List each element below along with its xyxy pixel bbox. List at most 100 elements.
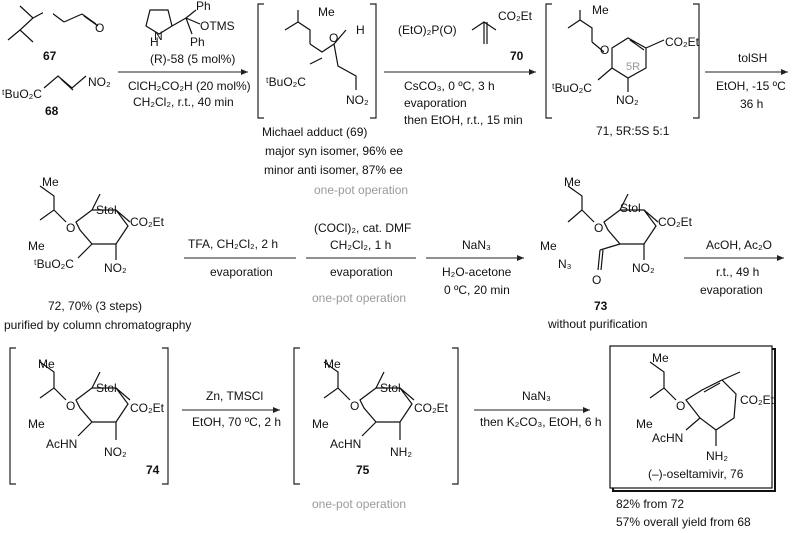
hydrogen-label: H — [356, 23, 365, 37]
phenyl-label: Ph — [196, 0, 211, 13]
oxygen-label: O — [600, 43, 609, 57]
compound-72-caption: 72, 70% (3 steps) — [48, 299, 142, 313]
compound-76: Me Me O CO₂Et AcHN NH₂ — [636, 351, 775, 463]
compound-number: 67 — [43, 49, 57, 63]
compound-71: Me O CO₂Et ᵗBuO₂C 5R NO₂ — [552, 3, 700, 107]
condition-text: CH₂Cl₂, r.t., 40 min — [133, 95, 234, 109]
reagent-70: (EtO)₂P(O) CO₂Et 70 — [398, 9, 533, 63]
reaction-arrow-3: tolSH EtOH, -15 ºC 36 h — [705, 51, 788, 111]
oxygen-label: O — [66, 399, 75, 413]
ester-label: CO₂Et — [665, 35, 700, 49]
condition-text: 0 ºC, 20 min — [444, 283, 510, 297]
condition-text: then K₂CO₃, EtOH, 6 h — [480, 415, 602, 429]
reaction-arrow-2: CsCO₃, 0 ºC, 3 h evaporation then EtOH, … — [384, 69, 536, 127]
condition-text: evaporation — [404, 96, 467, 110]
ester-label: ᵗBuO₂C — [552, 81, 592, 95]
stol-label: Stol — [96, 381, 117, 395]
condition-text: EtOH, -15 ºC — [716, 79, 786, 93]
condition-text: TFA, CH₂Cl₂, 2 h — [188, 237, 278, 251]
oxygen-label: O — [676, 399, 685, 413]
compound-75: Me Me O Stol CO₂Et AcHN NH₂ 75 — [312, 357, 449, 477]
acetamide-label: AcHN — [330, 437, 361, 451]
amine-label: NH₂ — [390, 445, 412, 459]
condition-text: Zn, TMSCl — [206, 389, 263, 403]
bracket-74 — [9, 347, 169, 485]
compound-67: O 67 — [7, 3, 104, 63]
oseltamivir-caption: (–)-oseltamivir, 76 — [648, 467, 744, 481]
condition-text: then EtOH, r.t., 15 min — [404, 113, 523, 127]
n-label: N — [154, 29, 163, 43]
me-label: Me — [636, 417, 653, 431]
stol-label: Stol — [380, 381, 401, 395]
condition-text: evaporation — [330, 265, 393, 279]
me-label: Me — [592, 3, 609, 17]
oseltamivir-box — [609, 345, 773, 489]
condition-text: CsCO₃, 0 ºC, 3 h — [404, 79, 495, 93]
condition-text: tolSH — [738, 51, 767, 65]
condition-text: AcOH, Ac₂O — [706, 238, 772, 252]
stereo-label: 5R — [626, 61, 640, 73]
me-label: Me — [28, 417, 45, 431]
condition-text: NaN₃ — [522, 389, 551, 403]
ester-label: CO₂Et — [658, 215, 693, 229]
bracket-69 — [257, 3, 377, 119]
nitro-label: NO₂ — [88, 75, 111, 89]
me-label: Me — [652, 351, 669, 365]
oxygen-label: O — [66, 221, 75, 235]
otms-label: OTMS — [200, 19, 235, 33]
compound-number: 70 — [510, 49, 524, 63]
condition-text: evaporation — [210, 265, 273, 279]
minor-isomer-text: minor anti isomer, 87% ee — [264, 163, 403, 177]
condition-text: EtOH, 70 ºC, 2 h — [192, 415, 281, 429]
ester-label: ᵗBuO₂C — [34, 257, 74, 271]
bracket-75 — [293, 347, 459, 485]
acetamide-label: AcHN — [652, 431, 683, 445]
me-label: Me — [318, 5, 335, 19]
ester-label: CO₂Et — [740, 393, 775, 407]
amine-label: NH₂ — [706, 449, 728, 463]
me-label: Me — [38, 357, 55, 371]
ester-label: ᵗBuO₂C — [266, 75, 306, 89]
nitro-label: NO₂ — [104, 261, 127, 275]
reaction-arrow-8: Zn, TMSCl EtOH, 70 ºC, 2 h — [182, 389, 281, 429]
oxygen-label: O — [95, 21, 104, 35]
reaction-arrow-5: (COCl)₂, cat. DMF CH₂Cl₂, 1 h evaporatio… — [306, 221, 416, 279]
me-label: Me — [312, 417, 329, 431]
reaction-arrow-7: AcOH, Ac₂O r.t., 49 h evaporation — [684, 238, 784, 297]
reaction-arrow-4: TFA, CH₂Cl₂, 2 h evaporation — [184, 237, 296, 279]
ester-label: CO₂Et — [414, 401, 449, 415]
compound-number: 75 — [356, 463, 370, 477]
condition-text: ClCH₂CO₂H (20 mol%) — [128, 79, 251, 93]
ester-label: CO₂Et — [130, 215, 165, 229]
condition-text: 36 h — [740, 97, 763, 111]
azide-label: N₃ — [558, 257, 572, 271]
condition-text: (COCl)₂, cat. DMF — [314, 221, 411, 235]
major-isomer-text: major syn isomer, 96% ee — [265, 144, 403, 158]
me-label: Me — [564, 175, 581, 189]
compound-73: Me Me O Stol CO₂Et N₃ O NO₂ 73 — [540, 175, 693, 313]
condition-text: CH₂Cl₂, 1 h — [330, 238, 391, 252]
yield-from-72: 82% from 72 — [616, 497, 684, 511]
me-label: Me — [42, 175, 59, 189]
condition-text: NaN₃ — [462, 238, 491, 252]
oxygen-label: O — [592, 273, 601, 287]
compound-number: 73 — [594, 299, 608, 313]
acetamide-label: AcHN — [46, 437, 77, 451]
condition-text: r.t., 49 h — [716, 265, 759, 279]
nitro-label: NO₂ — [104, 445, 127, 459]
compound-74: Me Me O Stol CO₂Et AcHN NO₂ 74 — [28, 357, 165, 477]
stol-label: Stol — [620, 201, 641, 215]
phenyl-label: Ph — [190, 35, 205, 49]
compound-number: 68 — [45, 104, 59, 118]
catalyst-label: (R)-58 (5 mol%) — [150, 52, 235, 66]
reaction-arrow-9: NaN₃ then K₂CO₃, EtOH, 6 h — [474, 389, 602, 429]
catalyst-58: H N Ph OTMS Ph (R)-58 (5 mol%) — [145, 0, 235, 66]
compound-69: Me O H ᵗBuO₂C NO₂ — [266, 5, 369, 107]
nh-label: H — [150, 35, 159, 49]
nitro-label: NO₂ — [346, 93, 369, 107]
reaction-arrow-6: NaN₃ H₂O-acetone 0 ºC, 20 min — [426, 238, 524, 297]
one-pot-label: one-pot operation — [312, 497, 406, 511]
reaction-arrow-1: ClCH₂CO₂H (20 mol%) CH₂Cl₂, r.t., 40 min — [118, 69, 251, 109]
nitro-label: NO₂ — [632, 261, 655, 275]
me-label: Me — [28, 239, 45, 253]
